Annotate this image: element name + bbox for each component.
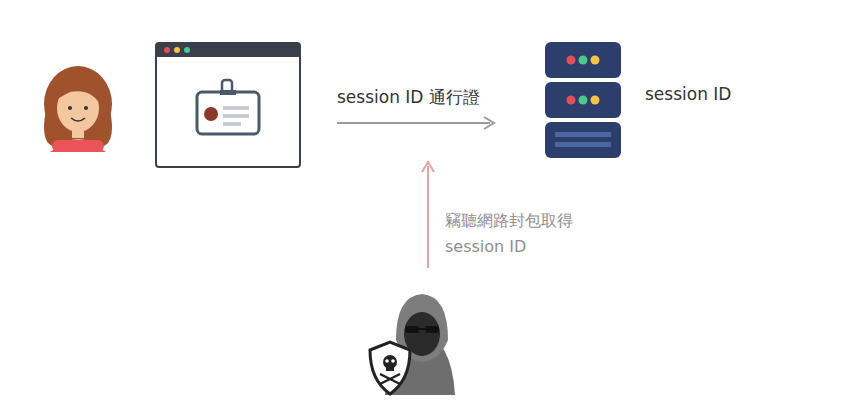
user-avatar xyxy=(44,66,112,152)
hacker-figure xyxy=(370,294,455,395)
server-stack: session ID xyxy=(545,42,621,159)
server-label: session ID xyxy=(645,84,731,104)
request-arrow xyxy=(337,117,494,129)
sniff-arrow xyxy=(422,162,434,268)
server-icon xyxy=(545,42,621,159)
browser-window xyxy=(156,43,300,167)
arrow-label: session ID 通行證 xyxy=(337,84,480,111)
attack-label: 竊聽網路封包取得 session ID xyxy=(445,208,595,259)
